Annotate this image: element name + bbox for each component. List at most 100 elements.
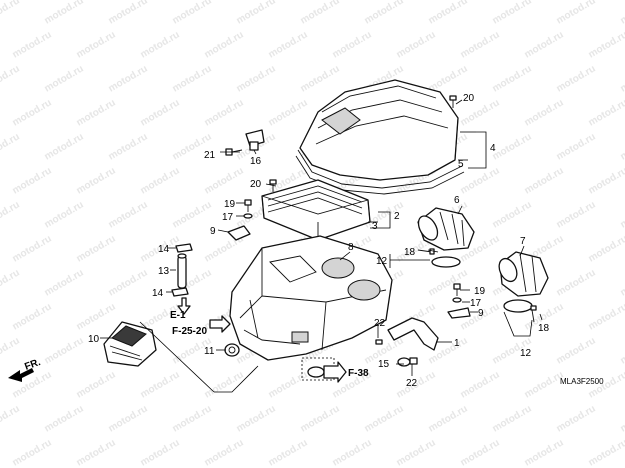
watermark-text: motod.ru <box>0 199 22 230</box>
watermark-text: motod.ru <box>43 403 86 434</box>
watermark-text: motod.ru <box>587 165 625 196</box>
watermark-text: motod.ru <box>299 63 342 94</box>
watermark-text: motod.ru <box>0 335 22 366</box>
hose-band-left[interactable] <box>431 256 461 268</box>
f38-clip[interactable] <box>301 357 347 383</box>
watermark-text: motod.ru <box>619 199 625 230</box>
watermark-text: motod.ru <box>395 437 438 468</box>
watermark-text: motod.ru <box>555 199 598 230</box>
washer-17-right[interactable] <box>452 297 462 303</box>
watermark-text: motod.ru <box>43 199 86 230</box>
e1-arrow <box>177 297 191 315</box>
clip-22-bottom[interactable] <box>409 357 418 365</box>
label-9-left: 9 <box>210 226 216 237</box>
label-1: 1 <box>454 338 460 349</box>
label-6: 6 <box>454 195 460 206</box>
watermark-text: motod.ru <box>587 29 625 60</box>
watermark-text: motod.ru <box>491 0 534 27</box>
watermark-text: motod.ru <box>491 199 534 230</box>
diagram-code: MLA3F2500 <box>560 377 604 386</box>
intake-duct-lower[interactable] <box>496 251 549 297</box>
watermark-text: motod.ru <box>267 97 310 128</box>
grommet[interactable] <box>224 343 240 357</box>
watermark-text: motod.ru <box>267 437 310 468</box>
watermark-text: motod.ru <box>459 437 502 468</box>
label-12-right: 12 <box>520 348 532 359</box>
watermark-text: motod.ru <box>555 131 598 162</box>
watermark-text: motod.ru <box>491 131 534 162</box>
watermark-text: motod.ru <box>235 403 278 434</box>
watermark-text: motod.ru <box>0 267 22 298</box>
air-cleaner-cover[interactable] <box>299 79 459 181</box>
bolt-19-left[interactable] <box>244 199 252 212</box>
clamp-left[interactable] <box>227 225 251 241</box>
intake-duct-upper[interactable] <box>415 207 475 251</box>
washer-17-left[interactable] <box>243 213 253 219</box>
watermark-text: motod.ru <box>587 97 625 128</box>
watermark-text: motod.ru <box>299 0 342 27</box>
watermark-text: motod.ru <box>363 403 406 434</box>
label-18-right: 18 <box>538 323 550 334</box>
watermark-text: motod.ru <box>331 437 374 468</box>
sensor[interactable] <box>245 129 265 151</box>
label-3: 3 <box>372 221 378 232</box>
watermark-text: motod.ru <box>107 131 150 162</box>
front-label: FR. <box>23 357 42 373</box>
label-9-right: 9 <box>478 308 484 319</box>
ref-f38: F-38 <box>348 368 369 379</box>
cover-seal[interactable] <box>295 149 465 195</box>
ref-f2520: F-25-20 <box>172 326 207 337</box>
watermark-text: motod.ru <box>427 403 470 434</box>
watermark-text: motod.ru <box>75 29 118 60</box>
watermark-text: motod.ru <box>75 369 118 400</box>
label-17-right: 17 <box>470 298 482 309</box>
label-20-left: 20 <box>250 179 262 190</box>
hose-band-right[interactable] <box>503 299 533 313</box>
screw-18-right[interactable] <box>530 305 537 323</box>
watermark-text: motod.ru <box>587 233 625 264</box>
air-cleaner-case[interactable] <box>229 235 393 361</box>
watermark-text: motod.ru <box>459 29 502 60</box>
watermark-text: motod.ru <box>171 63 214 94</box>
resonator[interactable] <box>103 321 157 367</box>
watermark-text: motod.ru <box>331 29 374 60</box>
watermark-text: motod.ru <box>139 97 182 128</box>
watermark-text: motod.ru <box>107 0 150 27</box>
watermark-text: motod.ru <box>619 0 625 27</box>
label-14-bottom: 14 <box>152 288 164 299</box>
clip-lower[interactable] <box>171 287 189 297</box>
watermark-text: motod.ru <box>619 267 625 298</box>
watermark-text: motod.ru <box>587 301 625 332</box>
clamp-right[interactable] <box>447 307 471 319</box>
ref-e1: E-1 <box>170 310 186 321</box>
label-21: 21 <box>204 150 216 161</box>
clip-22-top[interactable] <box>375 339 383 345</box>
watermark-text: motod.ru <box>203 29 246 60</box>
watermark-text: motod.ru <box>107 403 150 434</box>
breather-hose[interactable] <box>387 317 439 351</box>
bolt-20-top[interactable] <box>449 95 457 108</box>
label-10: 10 <box>88 334 100 345</box>
watermark-text: motod.ru <box>43 63 86 94</box>
watermark-text: motod.ru <box>75 165 118 196</box>
label-13: 13 <box>158 266 170 277</box>
watermark-text: motod.ru <box>523 165 566 196</box>
watermark-text: motod.ru <box>171 199 214 230</box>
watermark-text: motod.ru <box>459 165 502 196</box>
watermark-text: motod.ru <box>0 131 22 162</box>
label-16: 16 <box>250 156 262 167</box>
drain-tube[interactable] <box>177 253 187 289</box>
watermark-text: motod.ru <box>107 199 150 230</box>
watermark-text: motod.ru <box>43 0 86 27</box>
watermark-text: motod.ru <box>43 131 86 162</box>
washer-15[interactable] <box>397 357 411 367</box>
bolt-19-right[interactable] <box>453 283 461 296</box>
watermark-text: motod.ru <box>619 63 625 94</box>
watermark-text: motod.ru <box>267 369 310 400</box>
watermark-text: motod.ru <box>363 0 406 27</box>
clip-upper[interactable] <box>175 243 193 253</box>
label-8: 8 <box>348 242 354 253</box>
watermark-text: motod.ru <box>427 0 470 27</box>
